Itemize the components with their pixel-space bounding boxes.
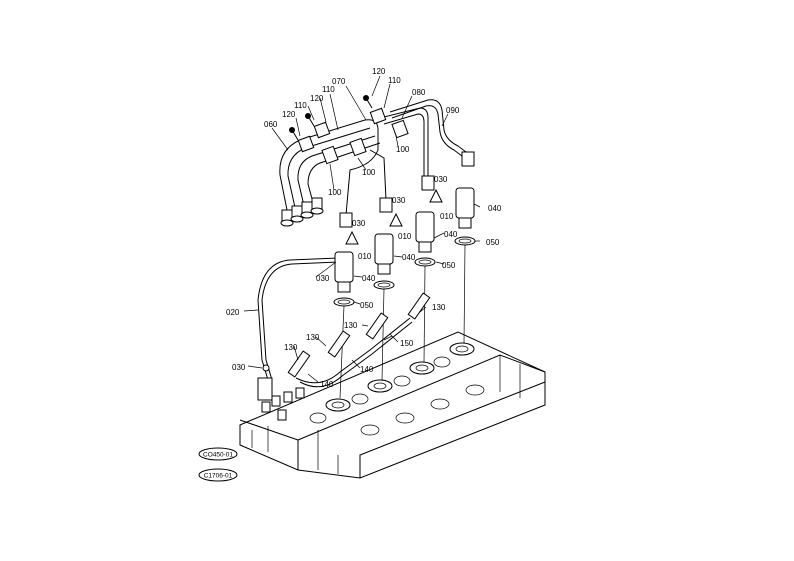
label-060: 060: [264, 120, 278, 129]
label-030-e: 030: [232, 363, 246, 372]
stamp-top-code: CO450-01: [203, 452, 233, 459]
label-110-c: 110: [388, 76, 401, 85]
label-090: 090: [446, 106, 460, 115]
label-050-b: 050: [442, 261, 456, 270]
label-100-a: 100: [396, 145, 410, 154]
stamp-bottom-code: C1706-01: [204, 473, 233, 480]
label-070: 070: [332, 77, 346, 86]
label-010-b: 010: [398, 232, 412, 241]
label-130-d: 130: [284, 343, 298, 352]
label-030-d: 030: [316, 274, 330, 283]
stamp-top-oval: [198, 447, 238, 461]
label-140-b: 140: [320, 380, 334, 389]
pipe-clamps: [289, 95, 409, 165]
label-100-c: 100: [328, 188, 342, 197]
glow-plugs: [287, 292, 431, 388]
label-120-c: 120: [372, 67, 386, 76]
label-040-c: 040: [402, 253, 416, 262]
label-110-b: 110: [322, 85, 335, 94]
label-030-a: 030: [434, 175, 448, 184]
label-050-a: 050: [486, 238, 500, 247]
label-140-a: 140: [360, 365, 374, 374]
part-labels: 060 120 110 120 110 070 120 110 080 090 …: [226, 67, 502, 389]
label-020: 020: [226, 308, 240, 317]
label-040-b: 040: [444, 230, 458, 239]
label-030-c: 030: [352, 219, 366, 228]
label-080: 080: [412, 88, 426, 97]
label-030-b: 030: [392, 196, 406, 205]
leader-lines: [243, 75, 481, 383]
diagram-code-stamps: CO450-01 C1706-01: [198, 447, 238, 482]
label-050-c: 050: [360, 301, 374, 310]
label-110-a: 110: [294, 101, 307, 110]
label-120-a: 120: [282, 110, 296, 119]
label-150: 150: [400, 339, 414, 348]
label-040-a: 040: [488, 204, 502, 213]
label-130-b: 130: [344, 321, 358, 330]
label-010-a: 010: [440, 212, 454, 221]
label-130-a: 130: [432, 303, 446, 312]
stamp-bottom-oval: [198, 468, 238, 482]
label-040-d: 040: [362, 274, 376, 283]
cylinder-head: [239, 331, 546, 479]
label-010-c: 010: [358, 252, 372, 261]
label-120-b: 120: [310, 94, 324, 103]
label-100-b: 100: [362, 168, 376, 177]
label-130-c: 130: [306, 333, 320, 342]
overflow-pipe-020: [257, 257, 339, 401]
